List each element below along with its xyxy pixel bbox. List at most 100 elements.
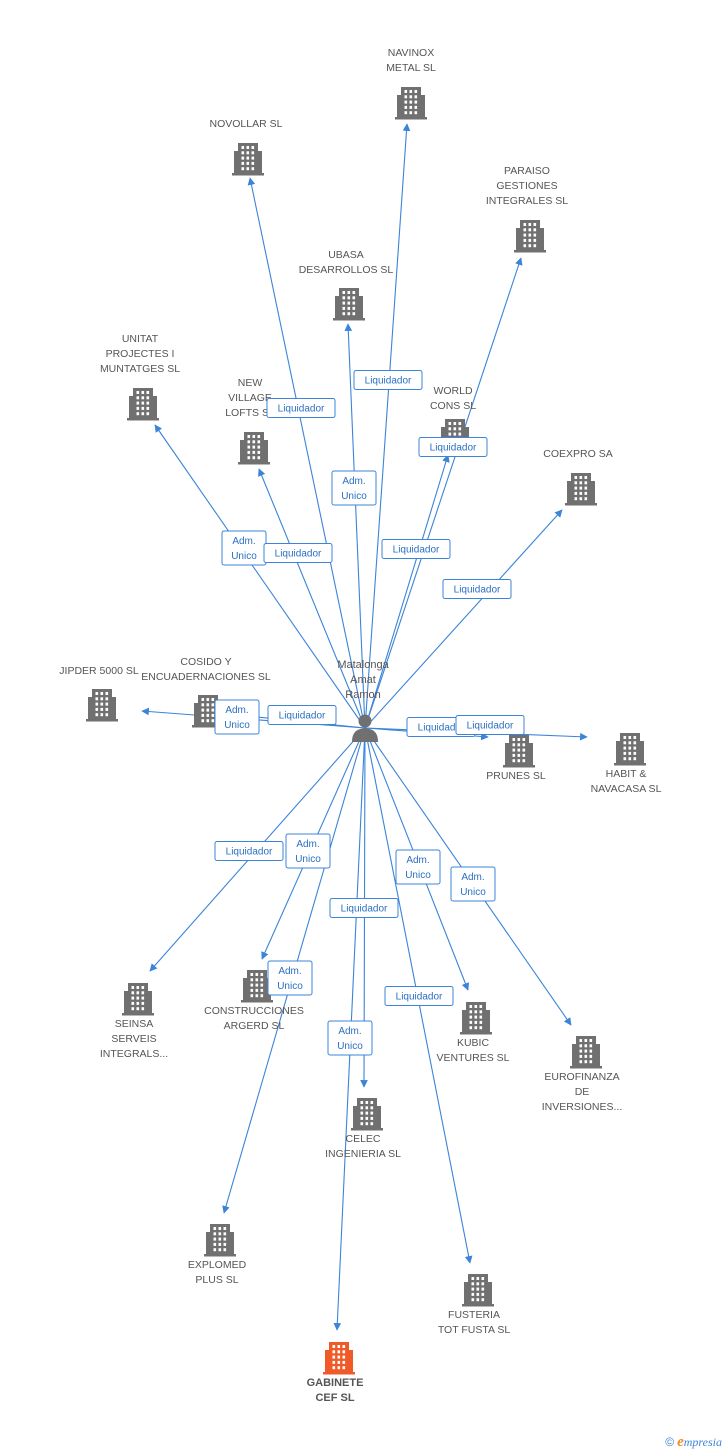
edge-paraiso <box>364 257 523 729</box>
company-label-line: PRUNES SL <box>486 770 546 782</box>
building-icon[interactable] <box>232 143 264 176</box>
building-icon[interactable] <box>351 1098 383 1131</box>
person-icon <box>352 714 378 742</box>
building-icon[interactable] <box>238 432 270 465</box>
company-node-coexpro[interactable]: COEXPRO SA <box>543 448 613 506</box>
company-label[interactable]: HABIT &NAVACASA SL <box>591 768 662 795</box>
relation-label-celec: Liquidador <box>329 898 399 918</box>
building-icon[interactable] <box>460 1002 492 1035</box>
edge-coexpro <box>364 509 563 729</box>
company-label-line: PLUS SL <box>195 1274 238 1286</box>
building-icon[interactable] <box>395 87 427 120</box>
company-label-line: ENCUADERNACIONES SL <box>141 671 271 683</box>
company-node-argerd[interactable]: CONSTRUCCIONES ARGERD SL <box>204 970 304 1032</box>
company-label-line: GABINETE <box>307 1377 364 1389</box>
company-label-line: WORLD <box>433 385 473 397</box>
company-node-novollar[interactable]: NOVOLLAR SL <box>210 118 283 176</box>
relation-label-seinsa: Liquidador <box>214 841 284 861</box>
relation-text: Liquidador <box>278 404 325 415</box>
relation-text: Liquidador <box>393 545 440 556</box>
company-label-line: CONSTRUCCIONES <box>204 1005 304 1017</box>
company-node-jipder[interactable]: JIPDER 5000 SL <box>59 665 139 722</box>
company-node-prunes[interactable]: PRUNES SL <box>486 735 546 782</box>
company-label[interactable]: COEXPRO SA <box>543 448 612 460</box>
relation-label-navinox: Liquidador <box>353 370 423 390</box>
building-icon[interactable] <box>204 1224 236 1257</box>
company-node-navinox[interactable]: NAVINOX METAL SL <box>386 47 436 120</box>
company-label[interactable]: CONSTRUCCIONES ARGERD SL <box>204 1005 304 1032</box>
relation-label-novollar: Liquidador <box>266 398 336 418</box>
company-label[interactable]: NOVOLLAR SL <box>210 118 283 130</box>
relation-text: Unico <box>341 491 367 502</box>
company-label[interactable]: NAVINOX METAL SL <box>386 47 436 74</box>
company-node-habit[interactable]: HABIT &NAVACASA SL <box>591 733 662 795</box>
relation-label-habit: Liquidador <box>455 715 525 735</box>
company-label-line: TOT FUSTA SL <box>438 1324 511 1336</box>
building-icon[interactable] <box>565 473 597 506</box>
building-icon[interactable] <box>323 1342 355 1375</box>
company-label[interactable]: JIPDER 5000 SL <box>59 665 139 677</box>
company-label-line: JIPDER 5000 SL <box>59 665 139 677</box>
building-icon[interactable] <box>333 288 365 321</box>
company-label-line: DE <box>575 1086 590 1098</box>
building-icon[interactable] <box>514 220 546 253</box>
footer-brand: © empresia <box>665 1434 722 1451</box>
building-icon[interactable] <box>122 983 154 1016</box>
company-label-line: NAVINOX <box>388 47 434 59</box>
building-icon[interactable] <box>462 1274 494 1307</box>
relation-box <box>267 705 337 725</box>
relation-text: Adm. <box>406 855 429 866</box>
company-label-line: PROJECTES I <box>106 348 175 360</box>
relation-box <box>384 986 454 1006</box>
company-label[interactable]: PRUNES SL <box>486 770 546 782</box>
relation-label-ubasa: Adm.Unico <box>331 470 377 506</box>
company-label-line: METAL SL <box>386 62 436 74</box>
relation-box <box>418 437 488 457</box>
person-name-line: Ramon <box>345 689 380 701</box>
relation-label-cosido: Liquidador <box>267 705 337 725</box>
building-icon[interactable] <box>570 1036 602 1069</box>
building-icon[interactable] <box>614 733 646 766</box>
company-label-line: COEXPRO SA <box>543 448 612 460</box>
relation-label-explomed: Adm.Unico <box>267 960 313 996</box>
edge-ubasa <box>344 323 366 729</box>
relation-text: Unico <box>405 870 431 881</box>
company-label-line: ARGERD SL <box>224 1020 285 1032</box>
relation-text: Liquidador <box>226 847 273 858</box>
company-label-line: KUBIC <box>457 1037 490 1049</box>
building-icon[interactable] <box>86 689 118 722</box>
relation-text: Liquidador <box>341 904 388 915</box>
building-icon[interactable] <box>127 388 159 421</box>
relation-box <box>285 833 331 869</box>
relation-text: Liquidador <box>365 376 412 387</box>
relation-box <box>395 849 441 885</box>
building-icon[interactable] <box>503 735 535 768</box>
